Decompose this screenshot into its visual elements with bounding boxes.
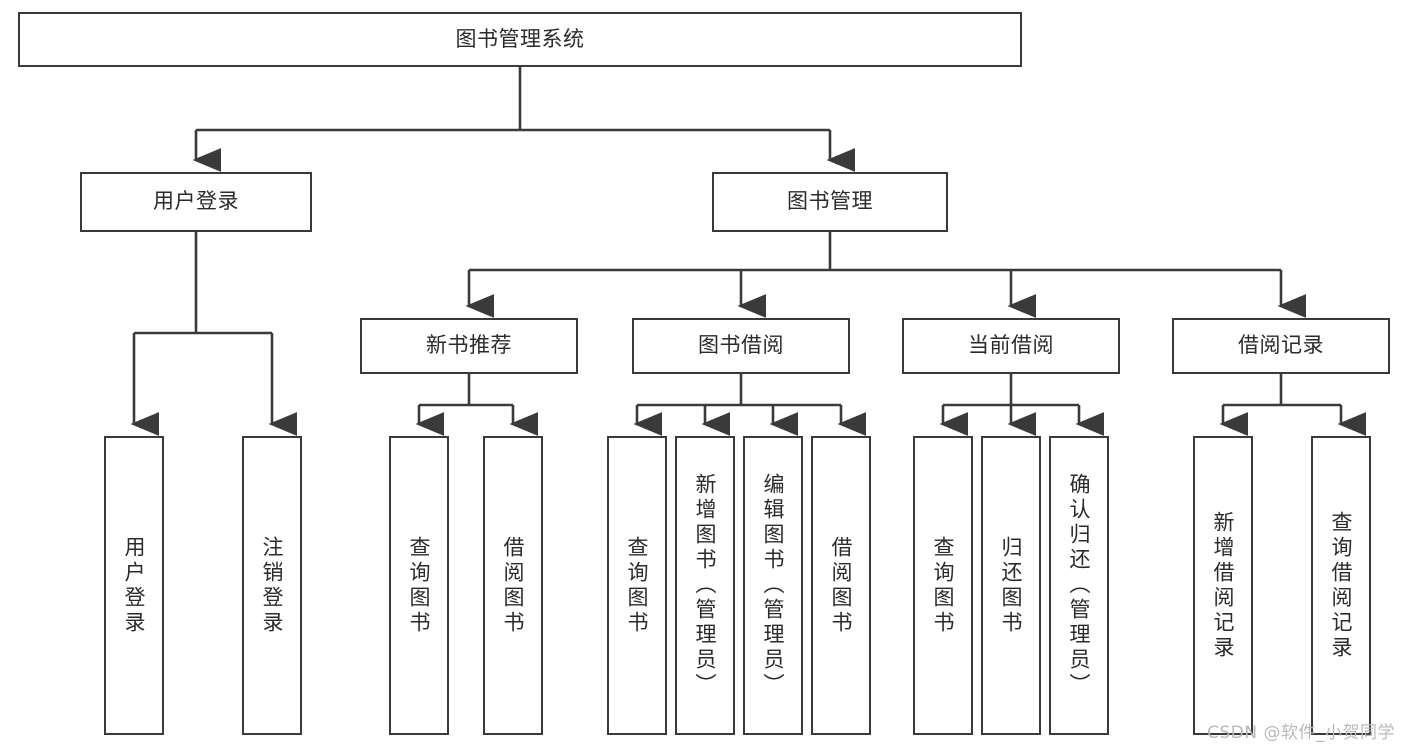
- node-new-book-recommend[interactable]: 新书推荐: [360, 318, 578, 374]
- node-root[interactable]: 图书管理系统: [18, 12, 1022, 67]
- node-leaf-query-book-3[interactable]: 查询图书: [913, 436, 973, 735]
- node-new-book-recommend-label: 新书推荐: [426, 333, 512, 358]
- node-leaf-edit-book-label: 编辑图书（管理员）: [761, 473, 786, 698]
- node-book-management-label: 图书管理: [787, 189, 873, 214]
- node-leaf-query-record[interactable]: 查询借阅记录: [1311, 436, 1371, 735]
- node-leaf-borrow-book-2-label: 借阅图书: [829, 535, 854, 636]
- node-leaf-user-login-label: 用户登录: [122, 535, 147, 636]
- node-leaf-confirm-return[interactable]: 确认归还（管理员）: [1049, 436, 1109, 735]
- node-leaf-query-record-label: 查询借阅记录: [1329, 510, 1354, 661]
- csdn-watermark: CSDN @软件_小贺同学: [1207, 723, 1395, 743]
- node-leaf-query-book-1[interactable]: 查询图书: [389, 436, 449, 735]
- node-leaf-return-book[interactable]: 归还图书: [981, 436, 1041, 735]
- node-leaf-return-book-label: 归还图书: [999, 535, 1024, 636]
- node-user-login-label: 用户登录: [153, 189, 239, 214]
- node-borrow-record[interactable]: 借阅记录: [1172, 318, 1390, 374]
- node-leaf-query-book-3-label: 查询图书: [931, 535, 956, 636]
- node-leaf-logout-label: 注销登录: [260, 535, 285, 636]
- node-leaf-add-book-label: 新增图书（管理员）: [693, 473, 718, 698]
- node-leaf-confirm-return-label: 确认归还（管理员）: [1067, 473, 1092, 698]
- node-leaf-borrow-book-1-label: 借阅图书: [501, 535, 526, 636]
- node-leaf-borrow-book-1[interactable]: 借阅图书: [483, 436, 543, 735]
- node-book-management[interactable]: 图书管理: [712, 172, 948, 232]
- node-leaf-add-record[interactable]: 新增借阅记录: [1193, 436, 1253, 735]
- node-leaf-edit-book[interactable]: 编辑图书（管理员）: [743, 436, 803, 735]
- node-root-label: 图书管理系统: [455, 26, 585, 51]
- node-current-borrow-label: 当前借阅: [968, 333, 1054, 358]
- node-leaf-add-book[interactable]: 新增图书（管理员）: [675, 436, 735, 735]
- node-current-borrow[interactable]: 当前借阅: [902, 318, 1120, 374]
- node-user-login[interactable]: 用户登录: [80, 172, 312, 232]
- node-leaf-query-book-1-label: 查询图书: [407, 535, 432, 636]
- node-leaf-user-login[interactable]: 用户登录: [104, 436, 164, 735]
- node-book-borrow-label: 图书借阅: [698, 333, 784, 358]
- node-leaf-query-book-2-label: 查询图书: [625, 535, 650, 636]
- node-book-borrow[interactable]: 图书借阅: [632, 318, 850, 374]
- node-leaf-add-record-label: 新增借阅记录: [1211, 510, 1236, 661]
- node-leaf-borrow-book-2[interactable]: 借阅图书: [811, 436, 871, 735]
- node-leaf-logout[interactable]: 注销登录: [242, 436, 302, 735]
- node-leaf-query-book-2[interactable]: 查询图书: [607, 436, 667, 735]
- node-borrow-record-label: 借阅记录: [1238, 333, 1324, 358]
